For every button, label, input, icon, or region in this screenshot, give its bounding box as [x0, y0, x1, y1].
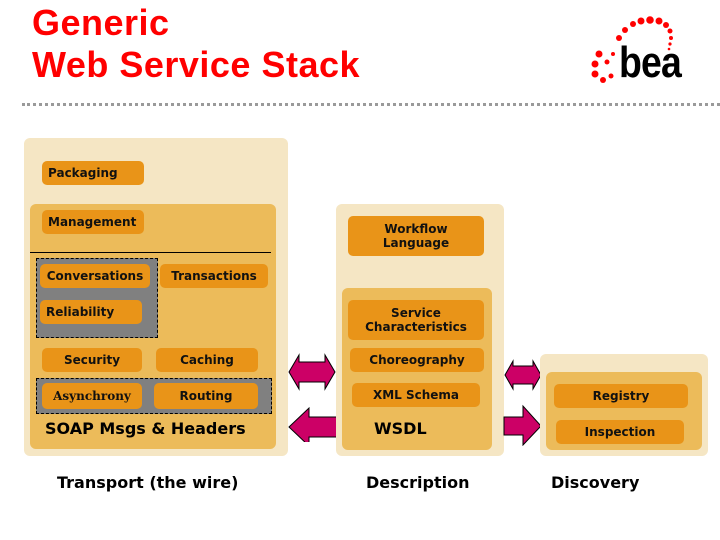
transport-divider [30, 252, 271, 253]
description-caption: Description [366, 473, 470, 492]
logo-dots-icon [591, 16, 673, 83]
conversations-box: Conversations [40, 264, 150, 288]
discovery-caption: Discovery [551, 473, 640, 492]
packaging-box: Packaging [42, 161, 144, 185]
soap-label: SOAP Msgs & Headers [45, 419, 246, 438]
xml-schema-box: XML Schema [352, 383, 480, 407]
transport-caption: Transport (the wire) [57, 473, 239, 492]
registry-box: Registry [554, 384, 688, 408]
logo-text: bea [619, 38, 682, 87]
double-arrow-icon [288, 353, 336, 391]
workflow-language-box: Workflow Language [348, 216, 484, 256]
service-characteristics-box: Service Characteristics [348, 300, 484, 340]
management-box: Management [42, 210, 144, 234]
title-line-1: Generic [32, 2, 170, 43]
left-arrow-icon [288, 406, 338, 442]
asynchrony-box: Asynchrony [42, 383, 142, 409]
transactions-box: Transactions [160, 264, 268, 288]
title-line-2: Web Service Stack [32, 44, 361, 85]
right-arrow-icon [503, 404, 542, 446]
double-arrow-icon [504, 359, 542, 391]
choreography-box: Choreography [350, 348, 484, 372]
arrows-transport-description [288, 353, 338, 442]
arrows-description-discovery [503, 359, 542, 446]
routing-box: Routing [154, 383, 258, 409]
security-box: Security [42, 348, 142, 372]
reliability-box: Reliability [40, 300, 142, 324]
wsdl-label: WSDL [374, 419, 427, 438]
header-divider [22, 103, 720, 106]
inspection-box: Inspection [556, 420, 684, 444]
caching-box: Caching [156, 348, 258, 372]
bea-logo: bea [585, 14, 695, 89]
